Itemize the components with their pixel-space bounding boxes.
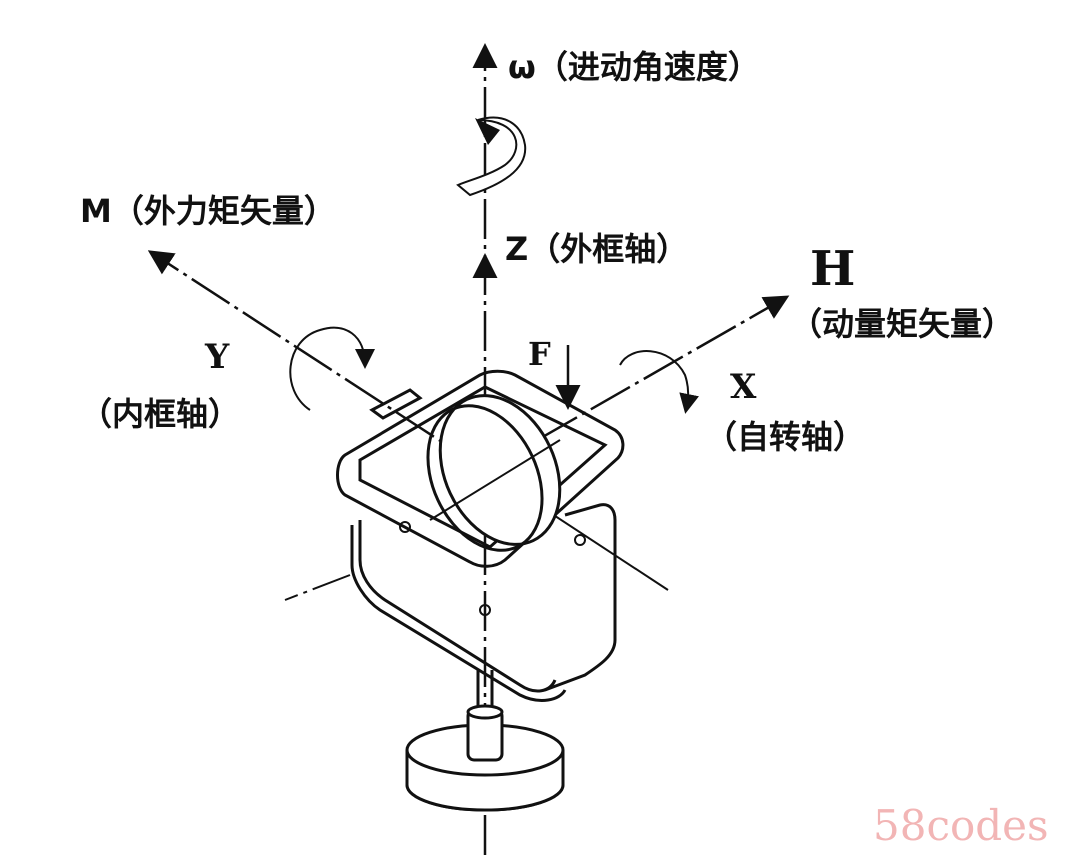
stand-base [405,670,565,812]
x-rotation-arrow-icon [619,350,699,414]
x-label: X [730,367,757,407]
h-label: H [810,241,855,297]
rotor-disk [426,394,562,552]
outer-frame [350,503,617,702]
y-rotation-arrow-icon [289,326,375,411]
watermark: 58codes [873,801,1049,850]
y-desc-label: （内框轴） [80,395,240,433]
x-desc-label: （自转轴） [705,418,865,456]
omega-label: ω（进动角速度） [508,48,760,86]
y-axis [147,250,486,472]
z-label: Z（外框轴） [505,230,688,268]
m-label: M（外力矩矢量） [80,192,336,230]
y-label: Y [204,337,230,377]
precession-arrow-icon [456,116,527,197]
h-desc-label: （动量矩矢量） [790,305,1014,343]
f-label: F [528,335,551,373]
x-axis [484,295,790,472]
